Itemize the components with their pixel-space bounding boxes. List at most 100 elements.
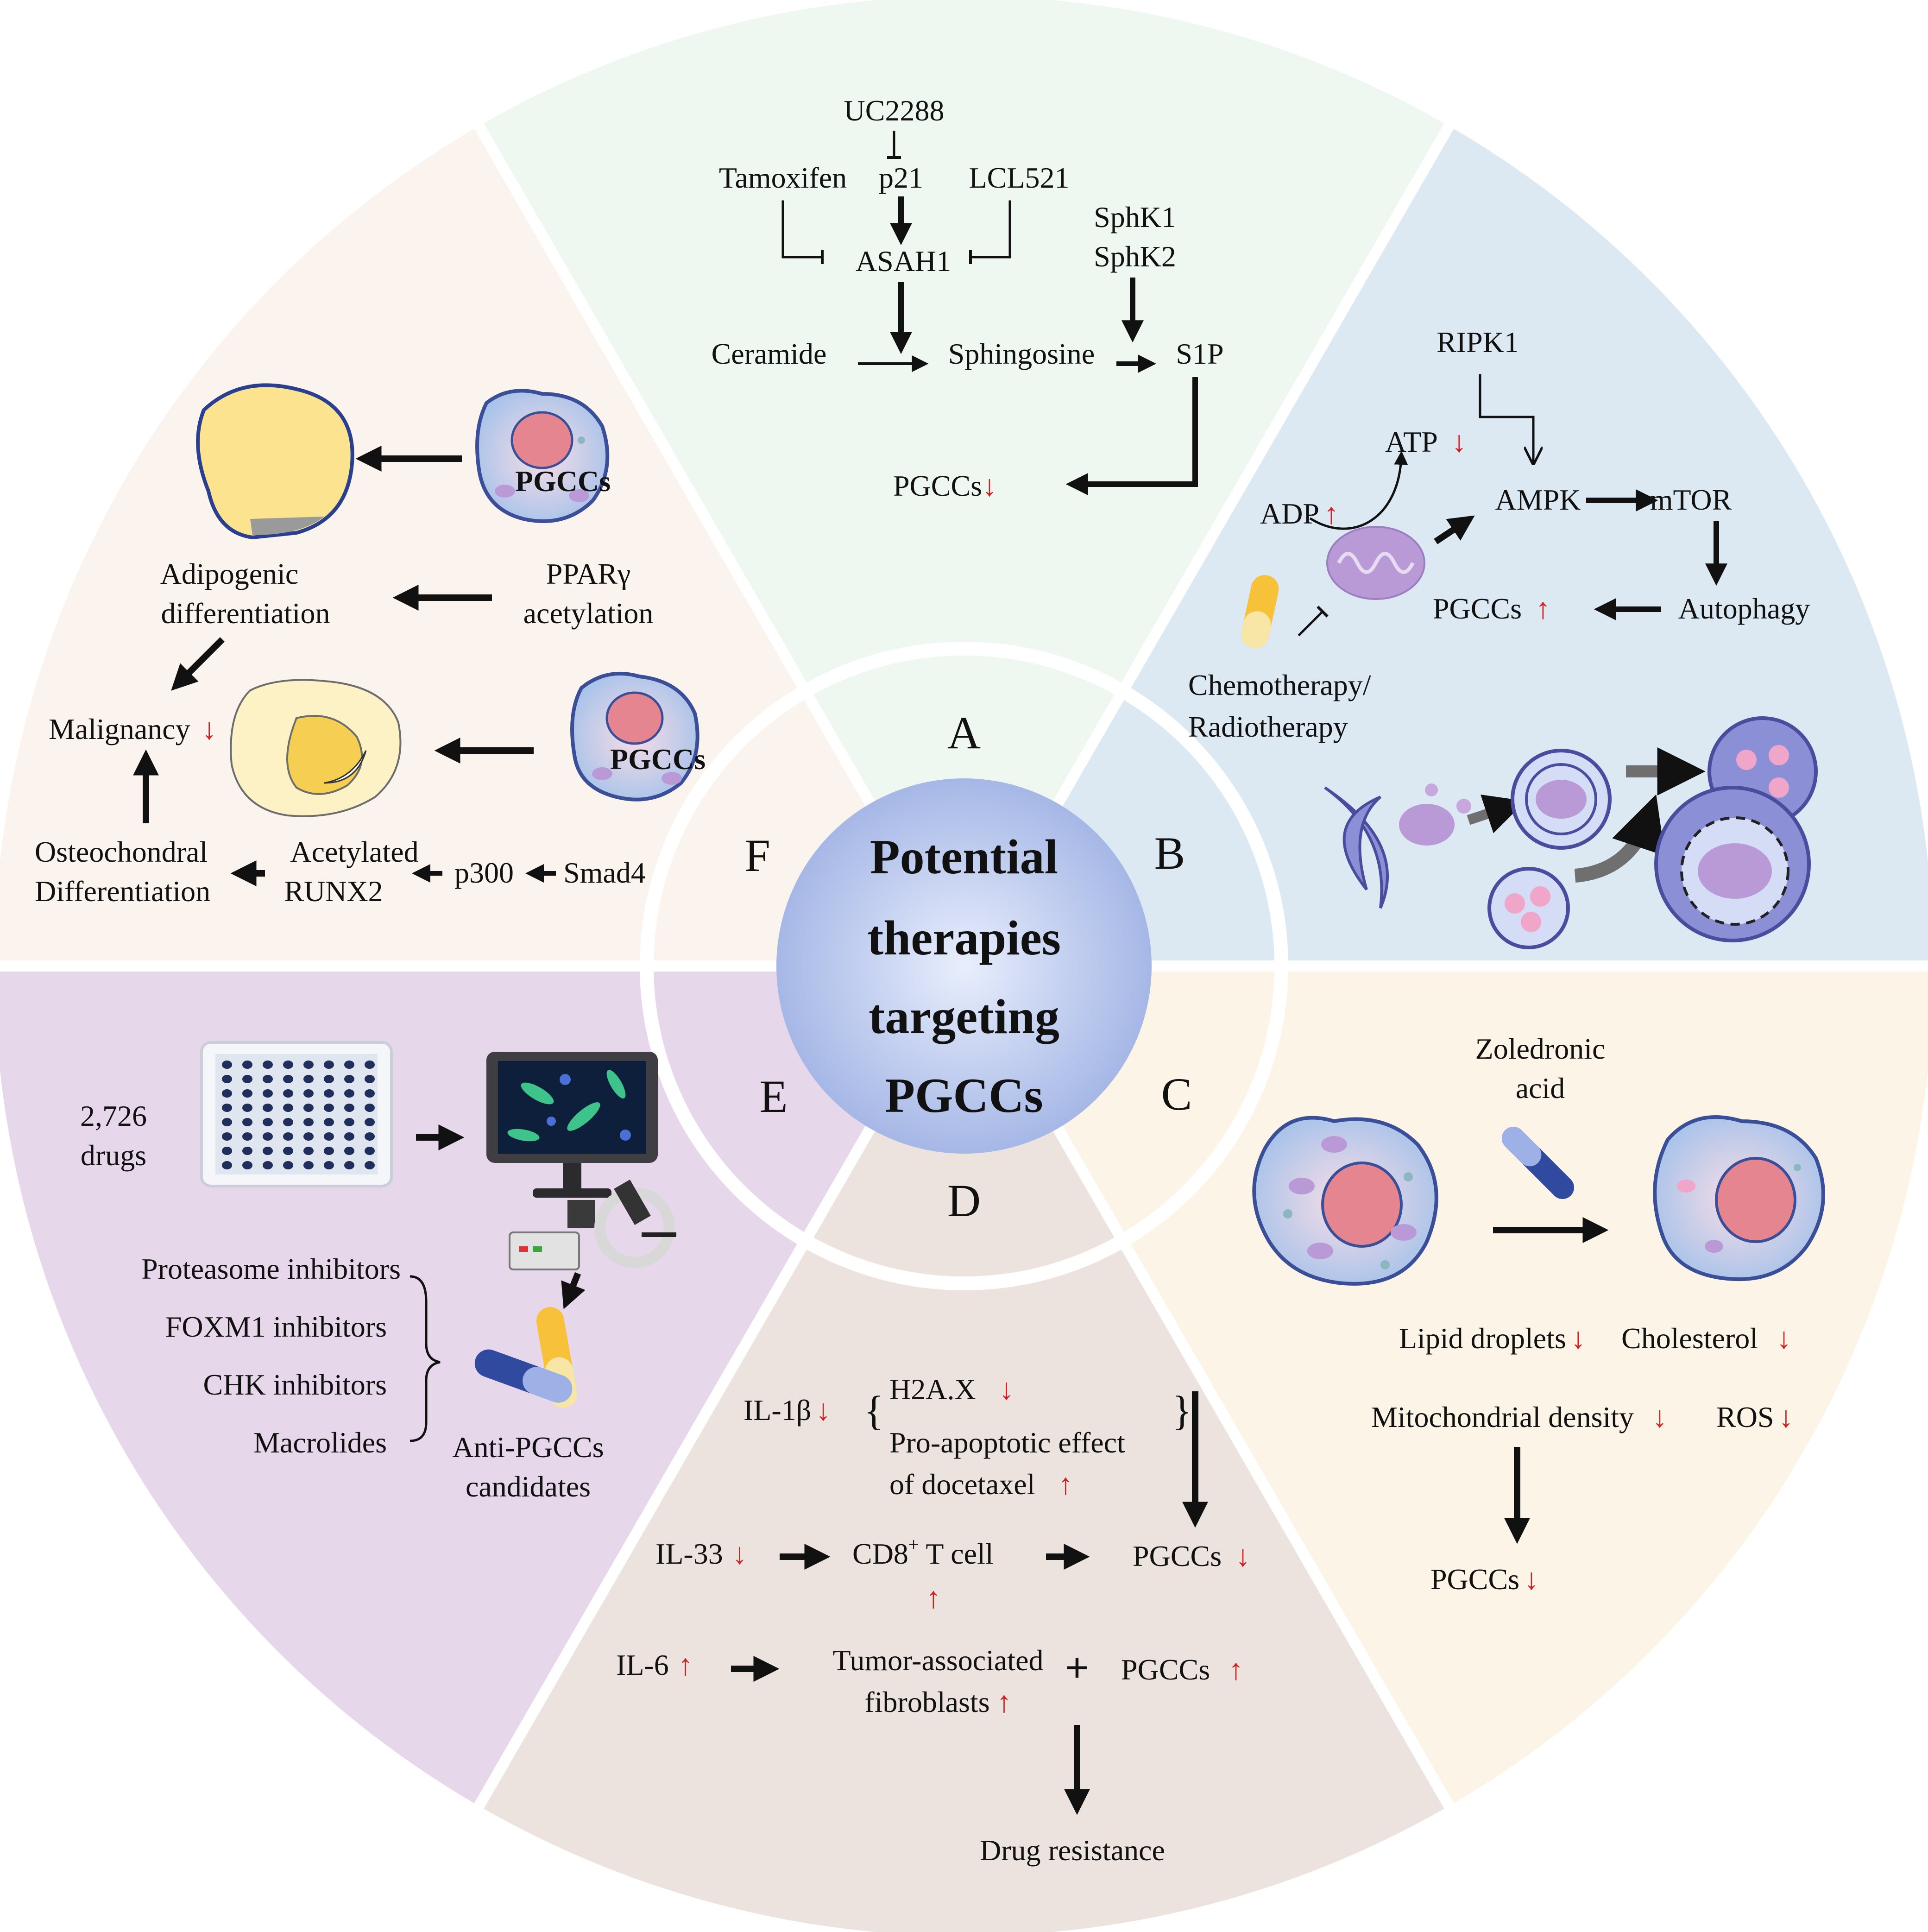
well [303, 1147, 314, 1155]
zoledronic-label: Zoledronic [1475, 1032, 1606, 1065]
well [324, 1104, 334, 1112]
sector-a-background [479, 0, 1449, 966]
candidate-capsule-icon [474, 1307, 577, 1408]
section-b: RIPK1 ATP↓ ADP↑ AMPK mTOR PGCCs↑ Autopha… [1188, 326, 1818, 949]
pgcc-cell-bottom-icon [570, 671, 699, 802]
well [242, 1118, 252, 1126]
cholesterol-label: Cholesterol↓ [1621, 1322, 1791, 1355]
well [303, 1075, 314, 1083]
ppar-label: PPARγ [546, 557, 631, 590]
drug-resistance-label: Drug resistance [980, 1834, 1165, 1867]
well [283, 1089, 293, 1098]
well [283, 1132, 293, 1141]
well [263, 1161, 273, 1169]
pgccs-a-label: PGCCs↓ [893, 469, 997, 502]
acid-label: acid [1516, 1072, 1565, 1105]
inhibitor-class-3: Macrolides [253, 1426, 387, 1459]
inhibitor-class-1: FOXM1 inhibitors [165, 1310, 387, 1343]
adp-label: ADP↑ [1260, 497, 1339, 530]
well [303, 1061, 314, 1069]
autophagy-label: Autophagy [1678, 592, 1810, 625]
asah1-label: ASAH1 [856, 245, 951, 278]
autophagy-illustration [1324, 716, 1818, 949]
section-letter-f: F [744, 830, 770, 881]
section-letter-d: D [947, 1175, 981, 1226]
well [242, 1147, 252, 1155]
well [263, 1089, 273, 1098]
section-letters: A B C D E F [744, 707, 1192, 1226]
well [283, 1075, 293, 1083]
section-d: IL-1β↓ { H2A.X↓ Pro-apoptotic effect of … [616, 1373, 1250, 1867]
well [344, 1161, 354, 1169]
pgcc-cell-before-icon [1252, 1116, 1438, 1286]
well [324, 1132, 334, 1141]
zoledronic-capsule-icon [1501, 1126, 1575, 1200]
pro-apoptotic-label: Pro-apoptotic effect [889, 1426, 1125, 1459]
sector-d-background [479, 966, 1449, 1932]
outer-white-ring [640, 642, 1288, 1290]
well [324, 1161, 334, 1169]
well [242, 1075, 252, 1083]
section-f: PGCCs Adipogenic differentiation PPARγ a… [35, 383, 706, 908]
left-brace: { [864, 1388, 884, 1434]
well [263, 1075, 273, 1083]
h2ax-label: H2A.X↓ [889, 1373, 1014, 1406]
center-title-line-2: therapies [867, 911, 1061, 965]
lcl521-label: LCL521 [969, 161, 1070, 194]
well [344, 1075, 354, 1083]
pgccs-c-label: PGCCs↓ [1430, 1563, 1539, 1596]
il6-label: IL-6↑ [616, 1648, 693, 1681]
well [263, 1104, 273, 1112]
cd8-tcell-label: CD8+ T cell [852, 1534, 994, 1570]
well [324, 1147, 334, 1155]
well [344, 1132, 354, 1141]
pill-capsule-icon [1241, 575, 1279, 648]
sphingosine-label: Sphingosine [948, 337, 1095, 370]
fibroblasts-label: fibroblasts↑ [864, 1686, 1011, 1718]
drug-count-label: 2,726 [80, 1099, 147, 1132]
mtor-label: mTOR [1650, 483, 1732, 516]
adipogenic-label: Adipogenic [160, 557, 299, 590]
well [344, 1089, 354, 1098]
well [283, 1061, 293, 1069]
well [263, 1118, 273, 1126]
inhibitor-class-2: CHK inhibitors [203, 1368, 387, 1401]
runx2-label: RUNX2 [284, 875, 383, 908]
well [365, 1061, 375, 1069]
well [303, 1161, 314, 1169]
p21-label: p21 [879, 161, 923, 194]
well [303, 1132, 314, 1141]
pgcc-cell-after-icon [1653, 1115, 1825, 1282]
il33-label: IL-33↓ [655, 1537, 747, 1570]
well [263, 1061, 273, 1069]
section-a: UC2288 Tamoxifen p21 LCL521 ASAH1 SphK1 … [712, 94, 1224, 502]
s1p-label: S1P [1176, 337, 1223, 370]
well [242, 1089, 252, 1098]
well [365, 1075, 375, 1083]
pgccs-f-top-label: PGCCs [515, 465, 611, 498]
well [344, 1118, 354, 1126]
center-title-line-3: targeting [869, 990, 1059, 1044]
right-brace: } [1172, 1388, 1192, 1434]
anti-pgccs-label: Anti-PGCCs [452, 1431, 604, 1464]
malignancy-label: Malignancy↓ [49, 713, 217, 745]
section-letter-b: B [1154, 827, 1185, 879]
well [242, 1104, 252, 1112]
osteochondral-label: Osteochondral [35, 835, 208, 868]
well [283, 1161, 293, 1169]
smad4-label: Smad4 [563, 856, 646, 889]
well [344, 1147, 354, 1155]
inhibitor-class-0: Proteasome inhibitors [141, 1252, 401, 1285]
well [365, 1104, 375, 1112]
classes-brace [410, 1275, 441, 1442]
well [222, 1104, 232, 1112]
acetylation-label: acetylation [523, 597, 654, 630]
pgccs-b-label: PGCCs↑ [1433, 592, 1550, 625]
well [222, 1132, 232, 1141]
candidates-label: candidates [466, 1470, 591, 1503]
well [324, 1075, 334, 1083]
well [283, 1118, 293, 1126]
tamoxifen-label: Tamoxifen [719, 161, 847, 194]
adipocyte-icon [196, 383, 354, 540]
